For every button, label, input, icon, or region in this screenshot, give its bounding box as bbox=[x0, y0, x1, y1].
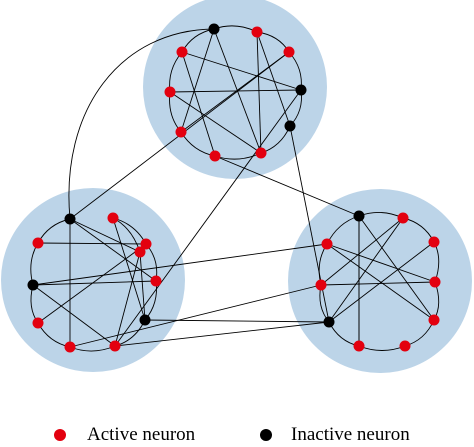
synapse-R1-R8 bbox=[320, 217, 404, 286]
active-neuron-T5 bbox=[255, 147, 267, 159]
synapse-R2-R7 bbox=[328, 241, 435, 323]
synapse-L10-L6 bbox=[139, 251, 146, 321]
active-neuron-R6 bbox=[353, 340, 365, 352]
active-neuron-L1 bbox=[32, 237, 44, 249]
neuron-layer bbox=[27, 23, 441, 353]
active-neuron-R4 bbox=[428, 314, 440, 326]
legend-markers bbox=[54, 429, 272, 441]
active-neuron-T1 bbox=[176, 46, 188, 58]
active-neuron-L8 bbox=[140, 238, 152, 250]
legend-active-label: Active neuron bbox=[87, 424, 196, 445]
active-neuron-R8 bbox=[315, 279, 327, 291]
synapse-L10-L0 bbox=[69, 218, 141, 253]
synapse-T1-T7 bbox=[181, 51, 302, 91]
legend-inactive-marker bbox=[260, 429, 272, 441]
legend-active-marker bbox=[54, 429, 66, 441]
synapse-L5-R7 bbox=[114, 321, 330, 347]
active-neuron-L7 bbox=[150, 275, 162, 287]
synapse-L2-L7 bbox=[32, 280, 157, 286]
synapse-T2-T7 bbox=[169, 89, 302, 93]
inactive-neuron-T0 bbox=[208, 23, 220, 35]
active-neuron-L5 bbox=[109, 340, 121, 352]
active-neuron-R1 bbox=[397, 212, 409, 224]
inactive-neuron-L0 bbox=[64, 213, 76, 225]
active-neuron-R2 bbox=[428, 236, 440, 248]
active-neuron-T3 bbox=[175, 126, 187, 138]
legend-inactive-label: Inactive neuron bbox=[291, 424, 410, 445]
active-neuron-T9 bbox=[251, 26, 263, 38]
synapse-T9-T6 bbox=[256, 31, 291, 127]
synapse-L1-L8 bbox=[37, 242, 147, 245]
synapse-R1-R7 bbox=[328, 217, 404, 323]
inactive-neuron-R0 bbox=[353, 210, 365, 222]
inactive-neuron-T7 bbox=[295, 84, 307, 96]
long-synapse-T0-L0 bbox=[68, 28, 215, 220]
synapse-R9-R3 bbox=[326, 243, 436, 283]
synapse-T7-L5 bbox=[114, 89, 302, 347]
synapse-L10-L5 bbox=[114, 251, 141, 347]
synapse-T0-T3 bbox=[180, 28, 215, 133]
synapse-L2-R9 bbox=[32, 243, 328, 286]
active-neuron-R3 bbox=[429, 276, 441, 288]
active-neuron-L10 bbox=[134, 246, 146, 258]
active-neuron-L4 bbox=[64, 341, 76, 353]
synapse-T9-T5 bbox=[256, 31, 262, 154]
synapse-L6-R7 bbox=[144, 319, 330, 323]
synapse-L2-L5 bbox=[32, 284, 116, 347]
synapse-L9-L6 bbox=[112, 217, 146, 321]
synapse-T2-T5 bbox=[169, 91, 262, 154]
inactive-neuron-R7 bbox=[323, 316, 335, 328]
cluster-top bbox=[143, 0, 327, 179]
active-neuron-L3 bbox=[32, 317, 44, 329]
cluster-right bbox=[288, 189, 472, 373]
active-neuron-T2 bbox=[164, 86, 176, 98]
active-neuron-R5 bbox=[399, 340, 411, 352]
inactive-neuron-T6 bbox=[284, 120, 296, 132]
synapse-R9-R4 bbox=[326, 243, 435, 321]
synapse-T1-T4 bbox=[181, 51, 216, 157]
active-neuron-T4 bbox=[209, 150, 221, 162]
cluster-layer bbox=[1, 0, 472, 373]
synapse-L4-R8 bbox=[69, 284, 322, 348]
synapse-R8-R3 bbox=[320, 281, 436, 286]
inactive-neuron-L2 bbox=[27, 279, 39, 291]
synapse-T4-R0 bbox=[214, 155, 360, 217]
active-neuron-T8 bbox=[283, 46, 295, 58]
active-neuron-R9 bbox=[321, 238, 333, 250]
inactive-neuron-L6 bbox=[139, 314, 151, 326]
active-neuron-L9 bbox=[107, 212, 119, 224]
